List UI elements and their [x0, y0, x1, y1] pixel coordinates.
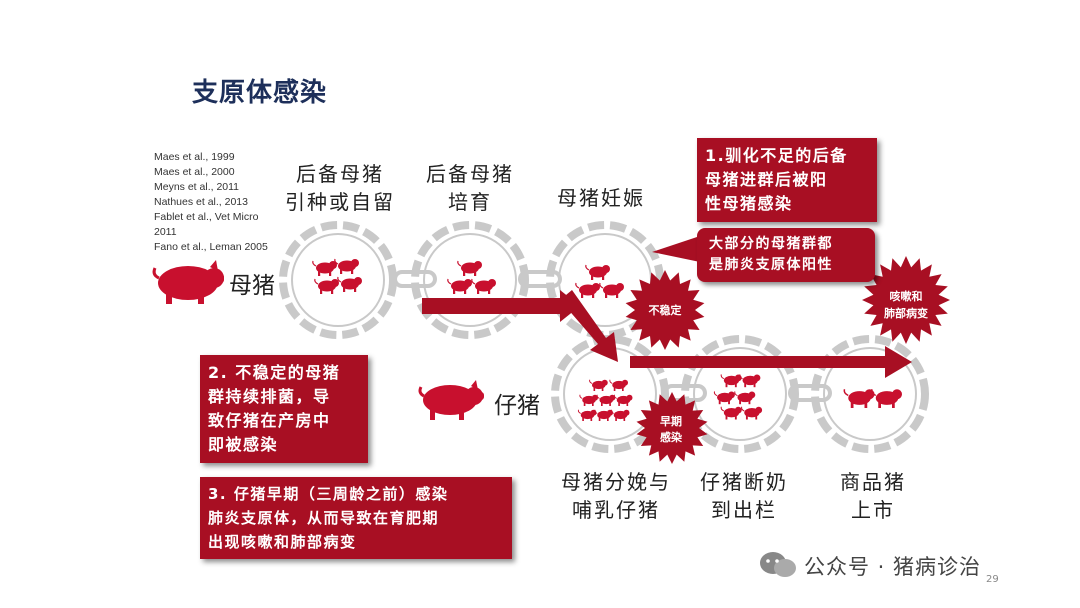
stage-label: 商品猪 上市 — [828, 468, 918, 524]
wechat-icon — [758, 550, 798, 584]
pigs-ring-bottom-2 — [714, 374, 762, 419]
callout-box: 大部分的母猪群都 是肺炎支原体阳性 — [697, 228, 875, 282]
burst-unstable-label: 不稳定 — [632, 302, 698, 318]
pigs-ring-top-2 — [448, 261, 496, 294]
stage-label: 后备母猪 引种或自留 — [278, 160, 402, 216]
sow-pig-icon — [150, 258, 228, 306]
pigs-ring-bottom-3 — [844, 389, 902, 408]
note-box-2: 2. 不稳定的母猪 群持续排菌，导 致仔猪在产房中 即被感染 — [200, 355, 368, 463]
pigs-ring-bottom-1 — [578, 380, 632, 421]
page-number: 29 — [986, 574, 999, 585]
note-box-3: 3. 仔猪早期（三周龄之前）感染 肺炎支原体，从而导致在育肥期 出现咳嗽和肺部病… — [200, 477, 512, 559]
stage-label: 母猪分娩与 哺乳仔猪 — [554, 468, 678, 524]
note-box-1: 1.驯化不足的后备 母猪进群后被阳 性母猪感染 — [697, 138, 877, 222]
stage-label: 后备母猪 培育 — [418, 160, 522, 216]
stage-label: 母猪妊娠 — [546, 184, 656, 212]
sow-row-label: 母猪 — [229, 266, 275, 300]
watermark-text: 公众号 · 猪病诊治 — [804, 551, 981, 581]
pigs-ring-top-1 — [313, 259, 362, 294]
stage-label: 仔猪断奶 到出栏 — [692, 468, 796, 524]
burst-cough-label: 咳嗽和 肺部病变 — [866, 288, 946, 322]
piglet-row-label: 仔猪 — [494, 386, 540, 420]
piglet-pig-icon — [416, 378, 488, 422]
pigs-ring-top-3 — [576, 265, 624, 298]
burst-early-label: 早期 感染 — [644, 414, 698, 446]
